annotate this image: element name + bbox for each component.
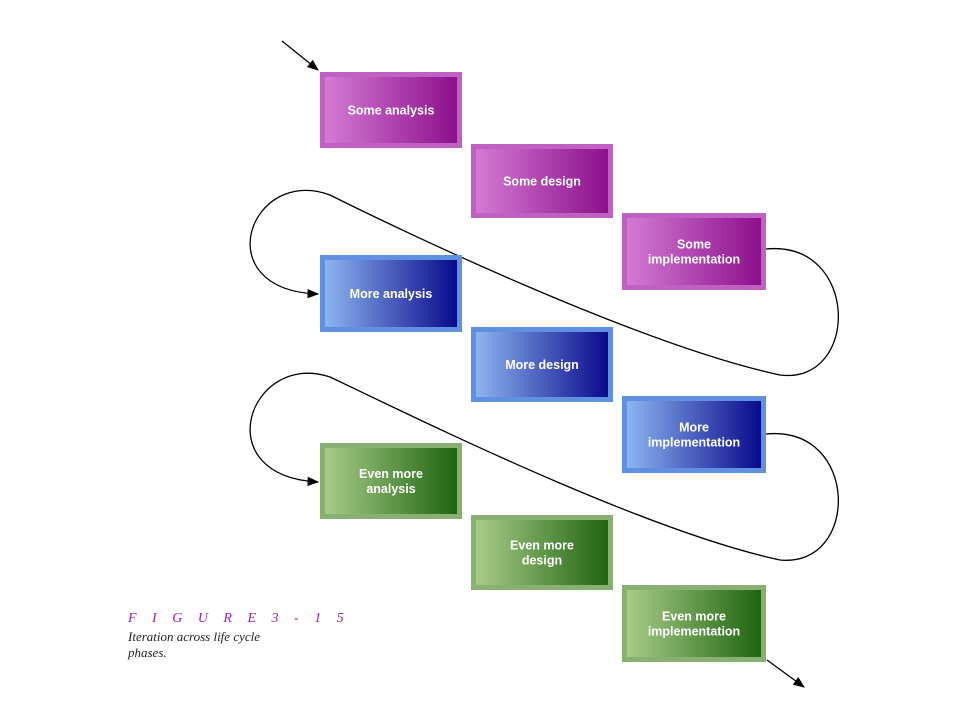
iteration-loop-1 [249,189,839,376]
box-even-more-design-label-line-1: Even more [510,539,574,553]
box-some-implementation-fill [627,218,761,285]
figure-label: F I G U R E 3 - 1 5 [128,611,350,626]
figure-caption: F I G U R E 3 - 1 5 Iteration across lif… [128,611,368,661]
box-some-analysis: Some analysis [320,72,462,148]
entry-arrow [281,40,319,71]
box-even-more-design-label-line-2: design [522,554,562,568]
box-even-more-analysis-label-line-1: Even more [359,467,423,481]
box-some-design: Some design [471,144,613,218]
box-more-design: More design [471,327,613,402]
iteration-loop-2 [249,372,839,561]
box-more-implementation-label-line-1: More [679,421,709,435]
box-even-more-implementation-label-line-1: Even more [662,610,726,624]
box-even-more-implementation-label-line-2: implementation [648,625,740,639]
box-some-design-fill [476,149,608,213]
figure-caption-text: Iteration across life cycle phases. [128,629,261,660]
exit-arrow [766,659,805,688]
box-more-design-label-line-1: More design [505,358,579,372]
box-more-design-fill [476,332,608,397]
box-some-implementation-label-line-1: Some [677,238,711,252]
box-some-analysis-fill [325,77,457,143]
box-even-more-implementation-fill [627,590,761,657]
box-more-implementation-label-line-2: implementation [648,436,740,450]
box-more-analysis-fill [325,260,457,327]
box-more-analysis: More analysis [320,255,462,332]
box-even-more-design-fill [476,520,608,585]
box-even-more-analysis-fill [325,448,457,514]
box-some-implementation-label-line-2: implementation [648,253,740,267]
box-more-implementation-fill [627,401,761,468]
box-more-analysis-label-line-1: More analysis [350,287,433,301]
box-even-more-analysis-label-line-2: analysis [366,482,415,496]
box-some-analysis-label-line-1: Some analysis [348,104,435,118]
box-some-design-label-line-1: Some design [503,175,581,189]
